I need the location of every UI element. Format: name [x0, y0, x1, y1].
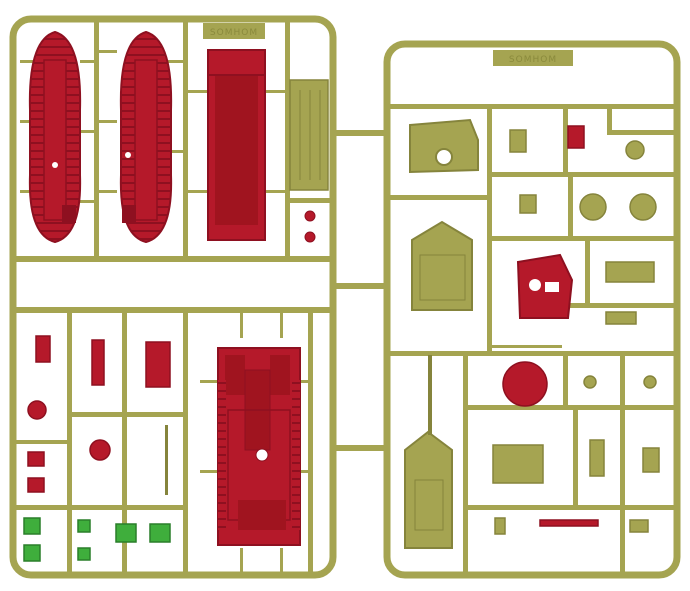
red-small-parts — [502, 125, 599, 527]
olive-turret-front — [409, 118, 479, 174]
right-sprue-tag: SOMHOM — [509, 55, 557, 65]
hull-top-part — [207, 49, 266, 241]
small-olive-rod — [165, 425, 168, 495]
olive-hull-rear — [404, 355, 453, 549]
green-parts — [23, 517, 171, 562]
track-left-2 — [119, 30, 173, 244]
left-sprue: SOMHOM — [9, 15, 337, 579]
olive-small-parts — [492, 129, 660, 535]
olive-engine-deck — [411, 220, 473, 311]
hull-main-part — [217, 347, 301, 546]
right-sprue: SOMHOM — [333, 40, 681, 579]
left-sprue-tag: SOMHOM — [210, 28, 258, 38]
red-turret — [516, 253, 574, 319]
track-left-1 — [28, 30, 82, 244]
small-red-parts-column — [27, 335, 171, 493]
small-red-pins — [304, 210, 316, 243]
